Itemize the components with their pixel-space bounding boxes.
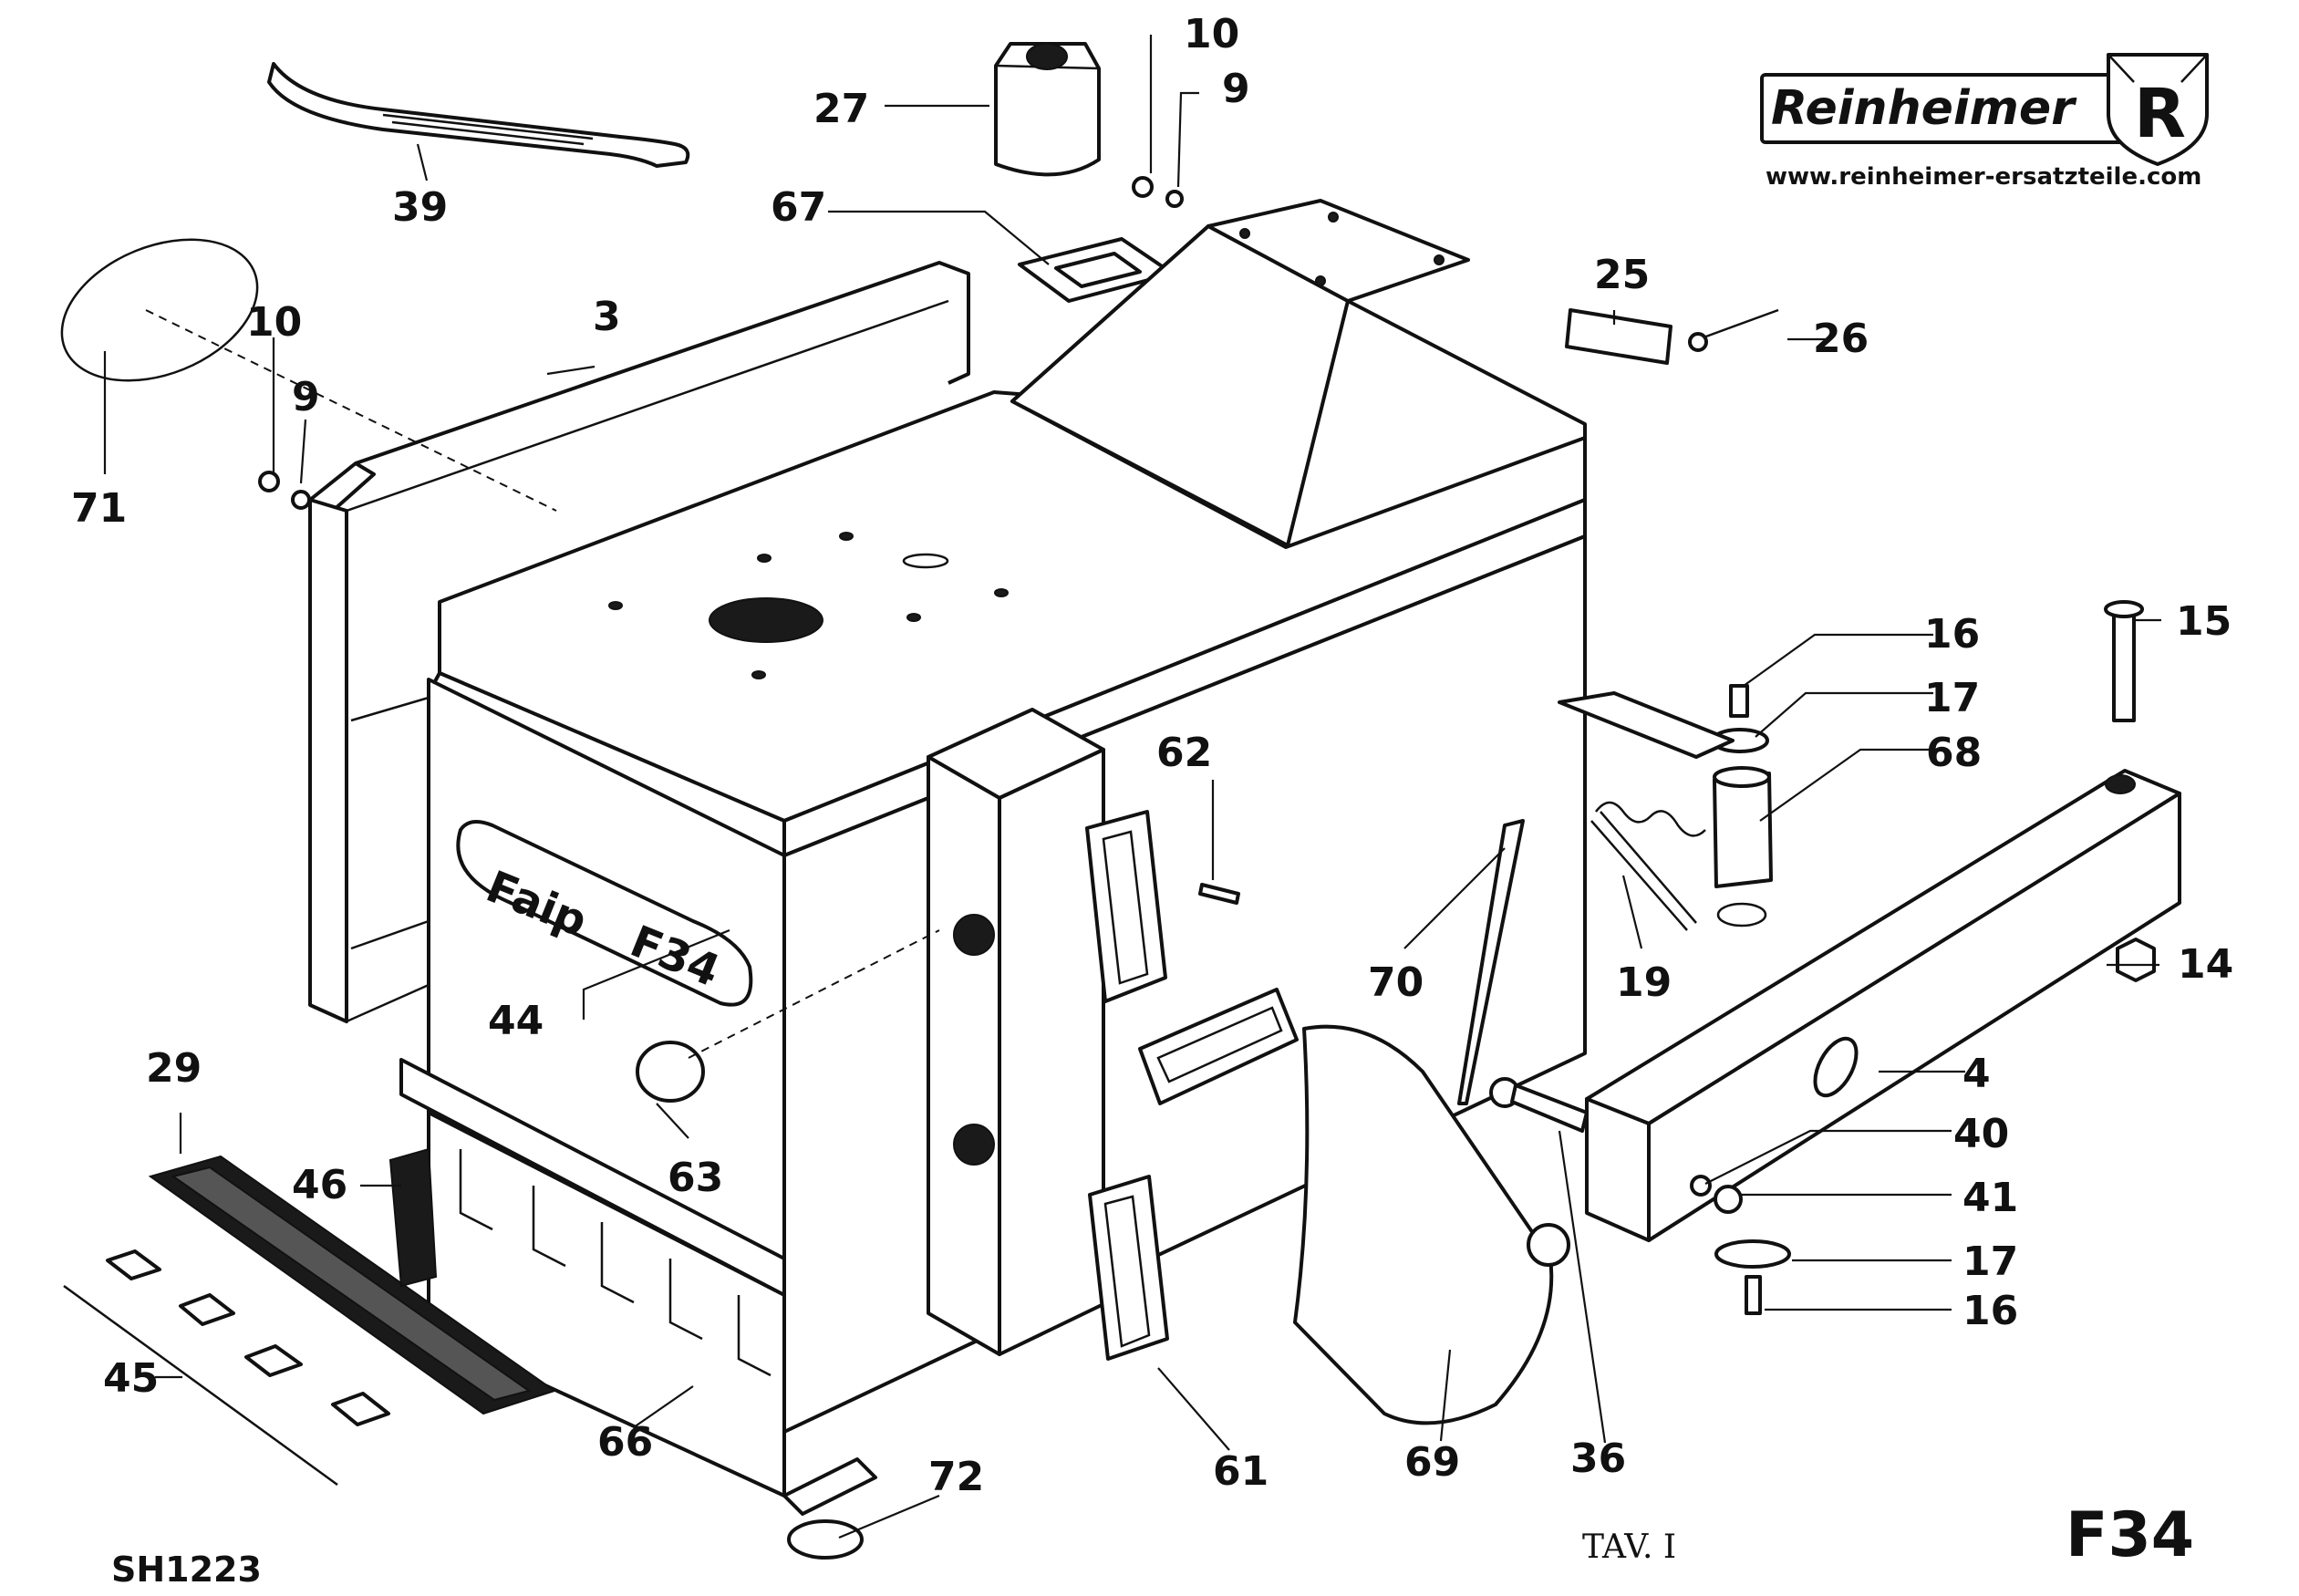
callout-label: 36 — [1570, 1435, 1626, 1482]
callout-label: 72 — [928, 1454, 984, 1500]
part-pivot-bolt — [1489, 1077, 1589, 1133]
callout-label: 61 — [1213, 1448, 1269, 1495]
callout-label: 15 — [2176, 598, 2232, 645]
callout-label: 66 — [597, 1419, 653, 1466]
part-front-column — [927, 708, 1105, 1356]
model-label: F34 — [2066, 1499, 2194, 1571]
part-washer-small — [1690, 1175, 1712, 1197]
callout-label: 70 — [1368, 959, 1424, 1006]
callout-label: 68 — [1926, 730, 1982, 776]
callout-label: 44 — [488, 998, 544, 1044]
part-grate — [148, 1155, 557, 1415]
part-screw — [1198, 883, 1240, 905]
callout-label: 4 — [1962, 1051, 1991, 1097]
part-guide-plate-middle — [1138, 988, 1299, 1105]
callout-label: 39 — [392, 184, 448, 231]
part-rivet — [1703, 308, 1779, 339]
callout-label: 41 — [1962, 1175, 2018, 1221]
leader-lines — [103, 35, 2161, 1539]
callout-label: 62 — [1156, 730, 1212, 776]
callout-label: 69 — [1404, 1439, 1460, 1486]
part-lock-nut — [1714, 1185, 1743, 1214]
table-label: TAV. I — [1582, 1529, 1676, 1566]
part-label-sticker — [60, 238, 259, 382]
part-plug — [636, 1041, 705, 1103]
callout-label: 40 — [1953, 1111, 2009, 1157]
callout-label: 10 — [1184, 11, 1239, 57]
part-screw-top — [1132, 176, 1154, 198]
part-clamp — [388, 1147, 438, 1288]
callout-label: 10 — [246, 299, 302, 346]
callout-label: 29 — [146, 1045, 202, 1092]
part-washer-left — [291, 490, 311, 510]
callout-label: 3 — [593, 294, 621, 340]
part-rear-frame — [308, 261, 970, 1023]
part-guide-plate-upper — [1085, 810, 1167, 1003]
callout-label: 16 — [1924, 611, 1980, 658]
part-cover — [1293, 1024, 1554, 1425]
part-pads — [63, 1249, 390, 1487]
callout-numbers: 10 9 27 39 67 10 9 3 71 25 26 16 15 17 6… — [71, 11, 2233, 1500]
logo-wordmark: Reinheimer — [1771, 81, 2077, 136]
shield-letter: R — [2134, 75, 2186, 153]
callout-label: 19 — [1616, 959, 1672, 1006]
part-handle — [267, 62, 690, 168]
part-guide-plate-lower — [1088, 1175, 1169, 1361]
part-washer-lower — [1714, 1239, 1791, 1269]
callout-label: 63 — [668, 1155, 723, 1201]
part-washer-top — [1165, 190, 1184, 208]
sheet-code: SH1223 — [111, 1549, 262, 1590]
part-spring — [1595, 801, 1706, 837]
callout-label: 17 — [1962, 1238, 2018, 1285]
part-bolt-lower — [1745, 1275, 1762, 1315]
callout-label: 9 — [1222, 66, 1250, 112]
callout-label: 14 — [2178, 941, 2233, 988]
callout-label: 26 — [1813, 316, 1869, 362]
callout-label: 17 — [1924, 675, 1980, 721]
callout-label: 45 — [103, 1355, 159, 1402]
callout-label: 67 — [771, 184, 826, 231]
part-bushing — [1713, 766, 1773, 928]
part-long-bolt — [2112, 609, 2136, 722]
callout-label: 27 — [813, 86, 869, 132]
callout-label: 25 — [1594, 252, 1650, 298]
part-rod — [1457, 819, 1525, 1105]
part-data-plate — [1565, 308, 1672, 365]
website-url: www.reinheimer-ersatzteile.com — [1766, 163, 2201, 191]
callout-label: 46 — [292, 1162, 347, 1208]
part-end-cap — [787, 1519, 864, 1560]
part-lever-arm — [1585, 769, 2181, 1242]
callout-label: 71 — [71, 485, 127, 532]
brand-logo: Reinheimer R www.reinheimer-ersatzteile.… — [1760, 53, 2209, 191]
callout-label: 16 — [1962, 1288, 2018, 1334]
part-bolt-upper — [1729, 684, 1749, 718]
part-bracket — [1558, 691, 1735, 759]
callout-label: 9 — [292, 374, 320, 420]
part-screw-left — [258, 471, 280, 492]
part-oil-container — [994, 42, 1101, 177]
part-nut — [2116, 938, 2156, 982]
part-hopper — [1010, 199, 1587, 549]
